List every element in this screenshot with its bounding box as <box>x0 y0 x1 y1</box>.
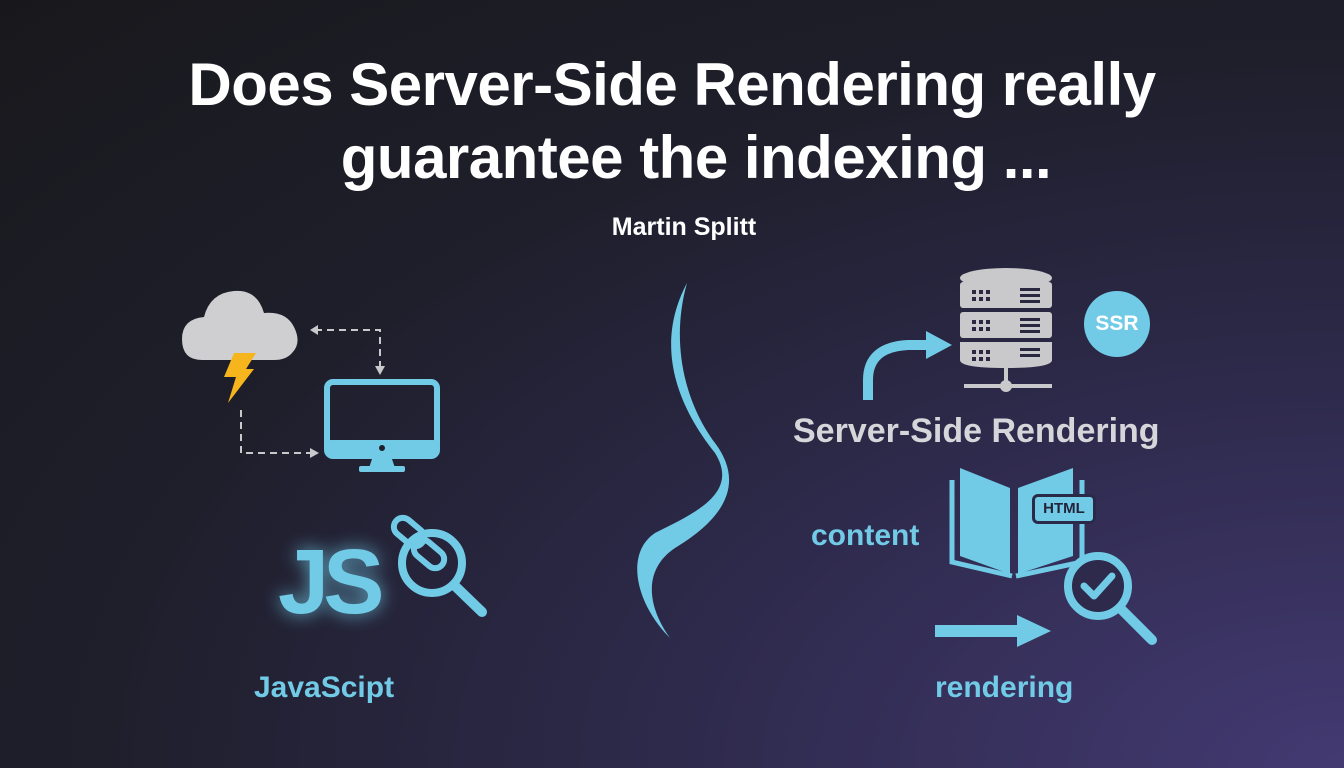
rendering-label: rendering <box>935 671 1074 704</box>
ssr-badge: SSR <box>1084 291 1150 357</box>
html-tag-text: HTML <box>1043 500 1085 517</box>
javascript-label: JavaScipt <box>254 671 395 704</box>
search-check-icon <box>1064 552 1157 645</box>
content-label: content <box>811 519 920 552</box>
author-name: Martin Splitt <box>611 213 757 241</box>
title-line-2: guarantee the indexing ... <box>340 124 1052 191</box>
dashed-arrows-icon <box>240 325 385 458</box>
ssr-badge-text: SSR <box>1095 312 1139 335</box>
html-tag: HTML <box>1032 494 1096 524</box>
squiggle-divider <box>637 283 730 638</box>
curved-arrow-icon <box>863 331 952 400</box>
title-line-1: Does Server-Side Rendering really <box>188 51 1156 118</box>
js-logo: JS <box>278 531 385 633</box>
lightning-icon <box>224 353 256 403</box>
ssr-heading: Server-Side Rendering <box>793 412 1160 450</box>
link-search-icon <box>390 514 487 617</box>
right-arrow-icon <box>935 615 1051 647</box>
server-stack-icon <box>960 268 1052 392</box>
cloud-icon <box>182 290 298 360</box>
monitor-icon <box>324 379 440 472</box>
